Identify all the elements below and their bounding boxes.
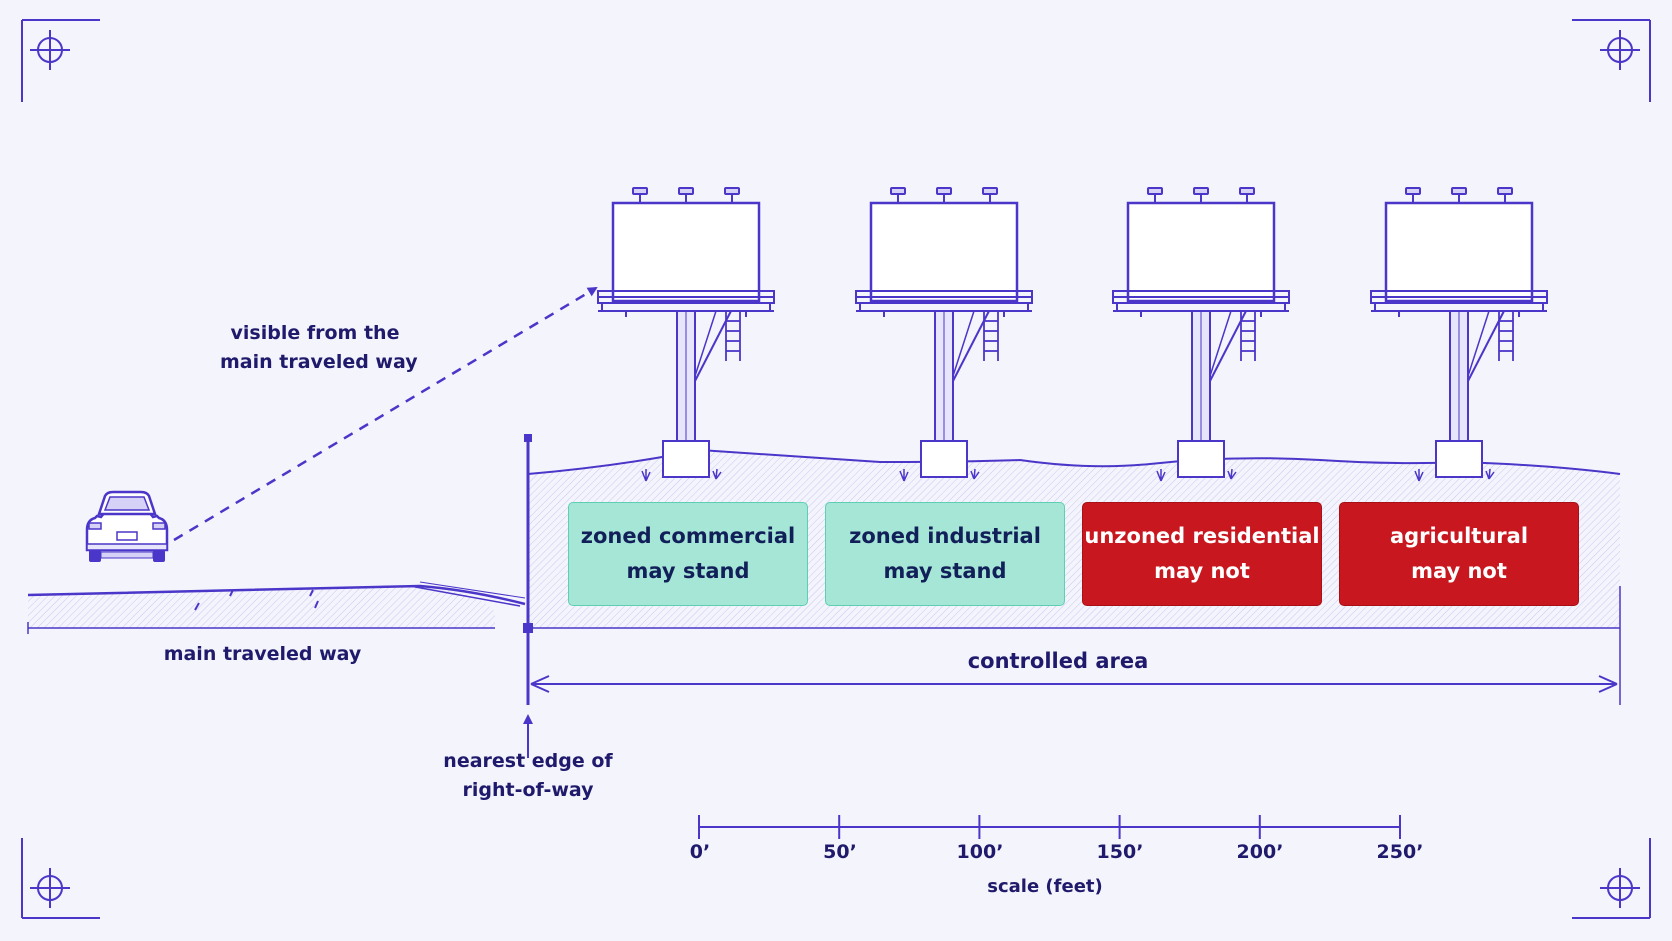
crosshair-icon xyxy=(29,867,71,909)
crosshair-icon xyxy=(29,29,71,71)
scale-tick-label: 250’ xyxy=(1376,841,1424,863)
road xyxy=(27,581,526,634)
sight-line-arrow xyxy=(173,286,598,542)
crosshair-icon xyxy=(1599,29,1641,71)
zone-line1: zoned commercial xyxy=(580,524,796,548)
scale-tick-label: 100’ xyxy=(956,841,1004,863)
scale-tick-label: 200’ xyxy=(1236,841,1284,863)
scale-tick-label: 150’ xyxy=(1096,841,1144,863)
scale-label: scale (feet) xyxy=(987,876,1103,897)
zone-line2: may stand xyxy=(626,559,750,583)
zone-line1: agricultural xyxy=(1389,524,1529,548)
zone-commercial: zoned commercial may stand xyxy=(568,502,808,606)
nearest-edge-label: nearest edge of right-of-way xyxy=(443,750,613,801)
controlled-area-label: controlled area xyxy=(967,649,1149,673)
billboard-icon xyxy=(1369,186,1549,483)
scale-tick-label: 50’ xyxy=(823,841,857,863)
zone-line1: zoned industrial xyxy=(849,524,1041,548)
zone-residential: unzoned residential may not xyxy=(1082,502,1322,606)
corner-marks xyxy=(21,19,1651,919)
car-icon xyxy=(85,490,169,562)
scale-bar xyxy=(698,815,1401,839)
right-of-way-edge-line xyxy=(523,434,533,758)
zone-line2: may stand xyxy=(883,559,1007,583)
zone-line1: unzoned residential xyxy=(1084,524,1320,548)
zone-industrial: zoned industrial may stand xyxy=(825,502,1065,606)
billboard-icon xyxy=(854,186,1034,483)
scale-tick-label: 0’ xyxy=(689,841,711,863)
billboard-icon xyxy=(1111,186,1291,483)
zone-line2: may not xyxy=(1411,559,1507,583)
controlled-area-dimension xyxy=(530,675,1618,693)
zone-agricultural: agricultural may not xyxy=(1339,502,1579,606)
visible-from-label: visible from the main traveled way xyxy=(220,322,418,373)
billboard-icon xyxy=(596,186,776,483)
crosshair-icon xyxy=(1599,867,1641,909)
main-traveled-way-label: main traveled way xyxy=(163,643,362,665)
zone-line2: may not xyxy=(1154,559,1250,583)
